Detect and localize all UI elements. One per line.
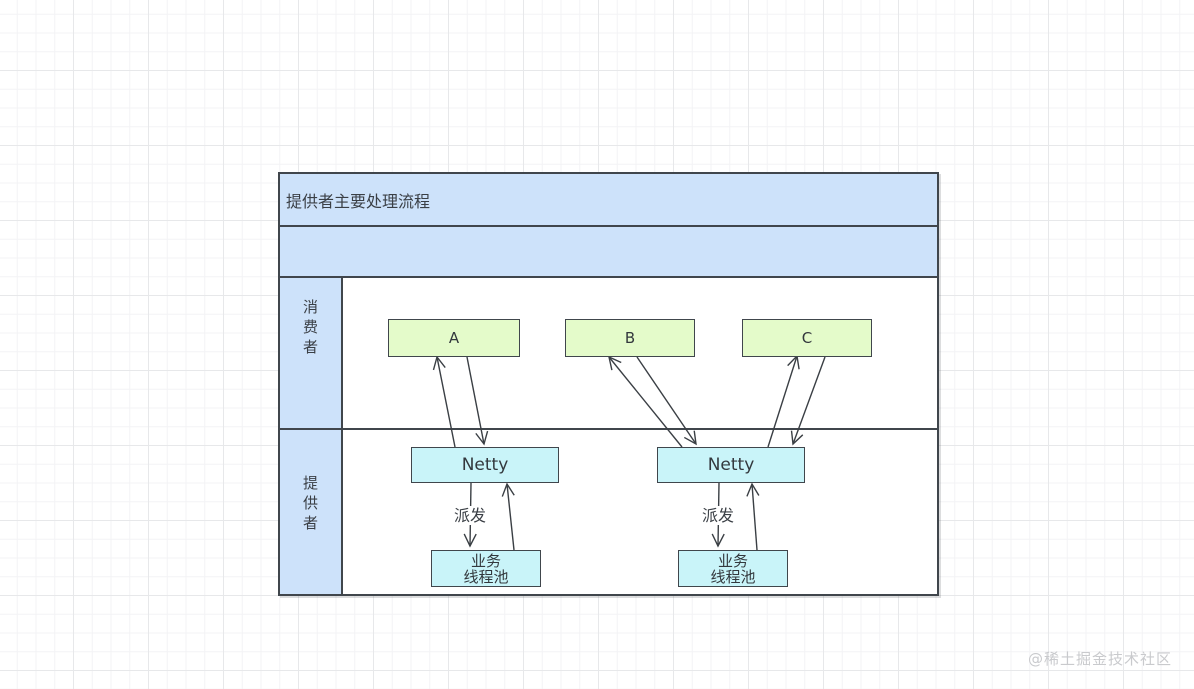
node-consumer-c: C [742, 319, 872, 357]
edge-label-dispatch-1: 派发 [453, 506, 488, 525]
node-netty-2: Netty [657, 447, 805, 483]
node-thread-pool-2-line2: 线程池 [710, 567, 756, 586]
diagram-title-bar: 提供者主要处理流程 [280, 174, 937, 227]
node-consumer-c-label: C [801, 329, 813, 347]
node-consumer-a-label: A [448, 329, 460, 347]
arrow-netty1-to-a [432, 355, 456, 448]
node-thread-pool-2: 业务 线程池 [678, 550, 788, 587]
node-thread-pool-1-line2: 线程池 [463, 567, 509, 586]
arrow-c-to-netty2 [790, 356, 826, 446]
lane-label-consumer-text: 消费者 [301, 299, 319, 359]
lane-label-provider-text: 提供者 [301, 475, 319, 535]
arrow-pool2-to-netty2 [746, 482, 760, 551]
arrow-netty2-to-b [608, 355, 683, 448]
diagram-title: 提供者主要处理流程 [286, 191, 431, 211]
arrow-pool1-to-netty1 [501, 482, 515, 551]
node-consumer-b: B [565, 319, 695, 357]
lane-label-consumer: 消费者 [280, 278, 343, 428]
node-consumer-a: A [388, 319, 520, 357]
node-consumer-b-label: B [624, 329, 636, 347]
lane-label-provider: 提供者 [280, 430, 343, 594]
node-thread-pool-1-line1: 业务 [470, 551, 501, 570]
watermark: @稀土掘金技术社区 [1027, 650, 1172, 668]
node-thread-pool-2-line1: 业务 [717, 551, 748, 570]
arrow-netty2-to-c [767, 354, 800, 448]
node-netty-1: Netty [411, 447, 559, 483]
arrow-b-to-netty2 [636, 356, 697, 446]
edge-label-dispatch-2: 派发 [701, 506, 736, 525]
arrow-a-to-netty1 [466, 356, 489, 446]
node-thread-pool-1: 业务 线程池 [431, 550, 541, 587]
diagram-header-band [280, 227, 937, 278]
node-netty-1-label: Netty [461, 455, 509, 475]
node-netty-2-label: Netty [707, 455, 755, 475]
